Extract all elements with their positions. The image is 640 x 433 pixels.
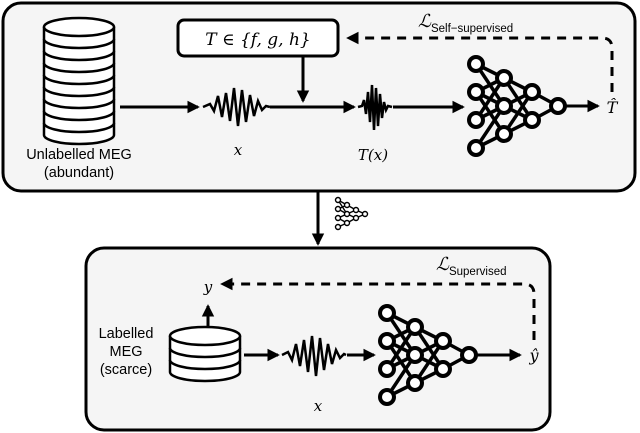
unlabelled-meg-label: Unlabelled MEG: [26, 147, 132, 163]
transform-box-label: T ∈ {f, g, h}: [205, 30, 311, 50]
labelled-database-icon: [168, 325, 242, 383]
transform-box: [176, 18, 340, 58]
unlabelled-database-icon: [42, 16, 116, 146]
signal-x-waveform: [202, 87, 271, 127]
signal-x-label: x: [234, 141, 243, 159]
abundant-label: (abundant): [44, 165, 114, 181]
supervised-loss-arrow: [220, 277, 536, 340]
scarce-label: (scarce): [100, 362, 152, 378]
labelled-label: Labelled: [99, 326, 154, 342]
self-supervised-loss-arrow: [346, 31, 614, 92]
prediction-y-hat-label: ŷ: [528, 346, 539, 365]
meg-label: MEG: [109, 344, 142, 360]
labelled-signal-x-label: x: [314, 397, 323, 415]
self-supervised-loss-label: ℒSelf−supervised: [418, 11, 513, 35]
supervised-loss-label: ℒSupervised: [436, 254, 507, 278]
transformed-signal-label: T(x): [358, 146, 388, 164]
transformed-signal-waveform: [357, 84, 393, 131]
target-y-label: y: [203, 278, 213, 296]
labelled-signal-waveform: [281, 335, 347, 377]
supervised-panel: [84, 246, 552, 432]
prediction-t-hat-label: T̂: [607, 98, 619, 117]
small-network-icon: [334, 196, 369, 231]
